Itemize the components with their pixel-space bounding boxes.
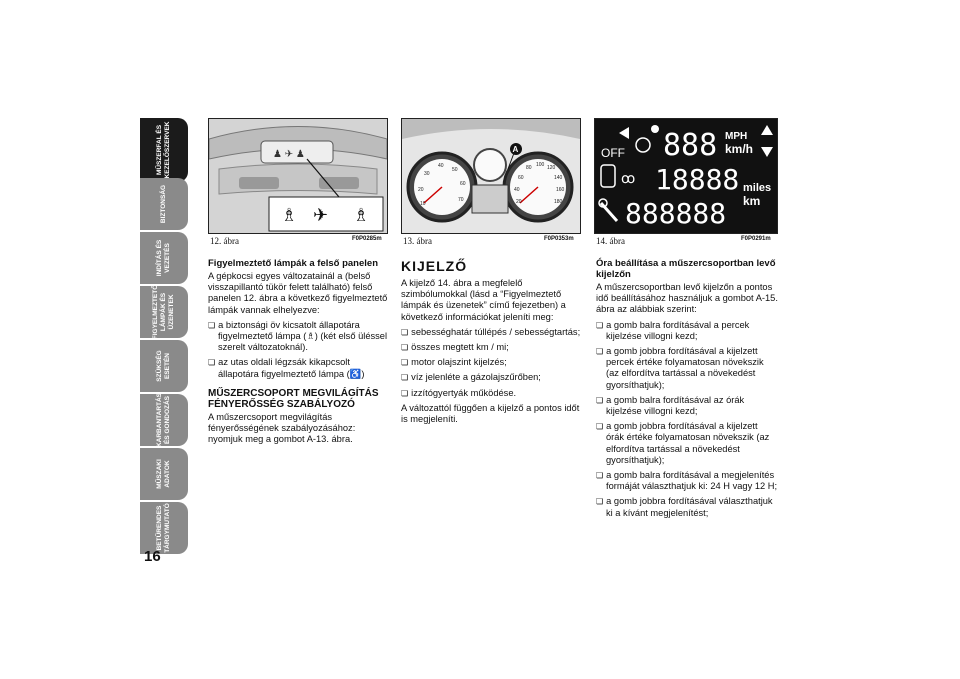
figure-13: 10 20 30 40 50 60 70 20 40 60 80 100 120…: [401, 118, 581, 234]
column-2: KIJELZŐ A kijelző 14. ábra a megfelelő s…: [401, 258, 581, 429]
col2-bullet-4: víz jelenléte a gázolajszűrőben;: [401, 372, 581, 383]
left-arrow-icon: [619, 127, 629, 139]
col3-bullet-2: a gomb jobbra fordításával a kijelzett p…: [596, 346, 778, 391]
col1-heading: Figyelmeztető lámpák a felső panelen: [208, 258, 378, 269]
up-arrow-icon: [761, 125, 773, 135]
rpm-tick-5: 60: [460, 181, 466, 187]
lcd-mph-label: MPH: [725, 131, 747, 142]
speed-tick-5: 120: [547, 165, 556, 171]
rpm-tick-6: 70: [458, 197, 464, 203]
tab-muszaki[interactable]: MŰSZAKI ADATOK: [140, 448, 188, 500]
figure-13-caption: 13. ábra: [403, 236, 432, 246]
lcd-display-illustration: OFF 888 MPH km/h ꝏ 18888 miles km 888888: [595, 119, 777, 233]
col2-heading: KIJELZŐ: [401, 258, 468, 274]
col2-bullet-5: izzítógyertyák működése.: [401, 388, 581, 399]
figure-14-code: F0P0291m: [741, 236, 771, 242]
col2-paragraph-2: A változattól függően a kijelző a pontos…: [401, 402, 580, 425]
speed-tick-2: 60: [518, 175, 524, 181]
tab-karbantartas[interactable]: KARBANTARTÁS ÉS GONDOZÁS: [140, 393, 188, 447]
tab-figyelmezteto[interactable]: FIGYELMEZTETŐ LÁMPÁK ÉS ÜZENETEK: [140, 285, 188, 339]
rpm-tick-1: 20: [418, 187, 424, 193]
speed-tick-8: 180: [554, 199, 563, 205]
tab-biztonsag[interactable]: BIZTONSÁG: [140, 178, 188, 230]
speed-tick-3: 80: [526, 165, 532, 171]
figure-12-code: F0P0285m: [352, 236, 382, 242]
button-a-marker: A: [513, 145, 519, 154]
lcd-kmh-label: km/h: [725, 142, 753, 156]
col2-bullet-2: összes megtett km / mi;: [401, 342, 581, 353]
speed-tick-4: 100: [536, 162, 545, 168]
rpm-tick-3: 40: [438, 163, 444, 169]
passenger-icon: ♗: [353, 205, 369, 225]
seatbelt-icon: ♗: [281, 205, 297, 225]
column-1: Figyelmeztető lámpák a felső panelen A g…: [208, 258, 388, 449]
tab-inditas[interactable]: INDÍTÁS ÉS VEZETÉS: [140, 232, 188, 284]
glow-plug-icon: ꝏ: [621, 170, 635, 186]
speed-tick-1: 40: [514, 187, 520, 193]
rpm-tick-4: 50: [452, 167, 458, 173]
col1-section-heading: MŰSZERCSOPORT MEGVILÁGÍTÁS FÉNYERŐSSÉG S…: [208, 387, 379, 410]
down-arrow-icon: [761, 147, 773, 157]
svg-text:♟ ✈ ♟: ♟ ✈ ♟: [273, 149, 305, 160]
tab-kezeloszervek[interactable]: MŰSZERFAL ÉS KEZELŐSZERVEK: [140, 118, 188, 182]
wrench-icon: [599, 202, 619, 222]
col3-bullet-6: a gomb jobbra fordításával választhatjuk…: [596, 496, 778, 518]
tab-targymutato[interactable]: BETŰRENDES TÁRGYMUTATÓ: [140, 502, 188, 554]
col1-bullet-2: az utas oldali légzsák kikapcsolt állapo…: [208, 357, 388, 379]
col3-heading: Óra beállítása a műszercsoportban levő k…: [596, 258, 776, 280]
chapter-tabs: MŰSZERFAL ÉS KEZELŐSZERVEK BIZTONSÁG IND…: [140, 118, 188, 554]
airbag-off-icon: ✈: [313, 205, 328, 225]
col3-bullet-1: a gomb balra fordításával a percek kijel…: [596, 320, 778, 342]
clock-icon: [635, 137, 651, 153]
col3-bullet-4: a gomb jobbra fordításával a kijelzett ó…: [596, 421, 778, 466]
tab-szukseg[interactable]: SZÜKSÉG ESETÉN: [140, 340, 188, 392]
col2-bullet-3: motor olajszint kijelzés;: [401, 357, 581, 368]
column-3: Óra beállítása a műszercsoportban levő k…: [596, 258, 778, 523]
col3-paragraph-1: A műszercsoportban levő kijelzőn a ponto…: [596, 282, 778, 315]
col1-bullet-1: a biztonsági öv kicsatolt állapotára fig…: [208, 320, 388, 354]
lamp-icon: [651, 125, 659, 133]
lcd-off-label: OFF: [601, 146, 625, 160]
col1-paragraph-2: A műszercsoport megvilágítás fényerősség…: [208, 411, 356, 445]
speed-tick-0: 20: [516, 199, 522, 205]
figure-13-code: F0P0353m: [544, 236, 574, 242]
figure-14-caption: 14. ábra: [596, 236, 625, 246]
figure-12: ♟ ✈ ♟ ♗ ✈ ♗: [208, 118, 388, 234]
overhead-panel-illustration: ♟ ✈ ♟ ♗ ✈ ♗: [209, 119, 387, 233]
col3-bullet-3: a gomb balra fordításával az órák kijelz…: [596, 395, 778, 417]
lcd-mid-digits: 18888: [655, 163, 739, 196]
col2-bullet-1: sebességhatár túllépés / sebességtartás;: [401, 327, 581, 338]
figure-12-caption: 12. ábra: [210, 236, 239, 246]
col1-paragraph-1: A gépkocsi egyes változatainál a (belső …: [208, 271, 388, 315]
lcd-km-label: km: [743, 194, 760, 208]
oil-level-icon: [600, 164, 616, 188]
page-number: 16: [144, 548, 161, 565]
col2-paragraph-1: A kijelző 14. ábra a megfelelő szimbólum…: [401, 278, 566, 322]
speed-tick-6: 140: [554, 175, 563, 181]
instrument-cluster-illustration: 10 20 30 40 50 60 70 20 40 60 80 100 120…: [402, 119, 580, 233]
lcd-miles-label: miles: [743, 182, 771, 194]
col3-bullet-5: a gomb balra fordításával a megjelenítés…: [596, 470, 778, 492]
lcd-odo-digits: 888888: [625, 197, 726, 230]
figure-14: OFF 888 MPH km/h ꝏ 18888 miles km 888888: [594, 118, 778, 234]
rpm-tick-2: 30: [424, 171, 430, 177]
speed-tick-7: 160: [556, 187, 565, 193]
lcd-speed-digits: 888: [663, 128, 717, 163]
rpm-tick-0: 10: [420, 201, 426, 207]
